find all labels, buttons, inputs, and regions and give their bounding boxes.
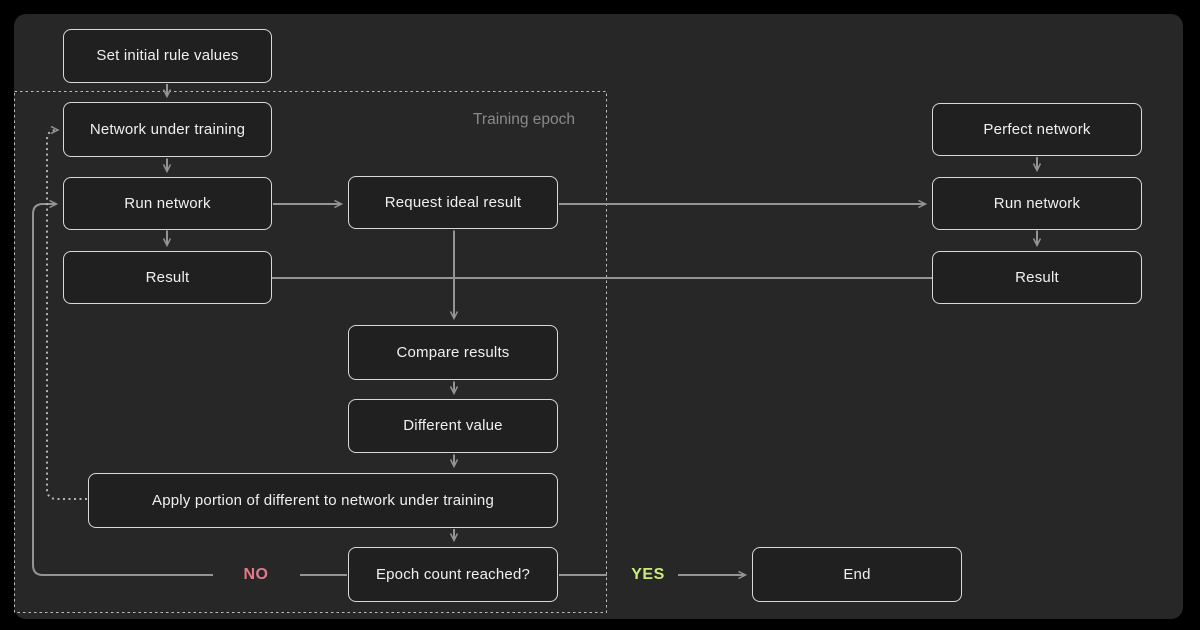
node-run-network: Run network bbox=[63, 177, 272, 230]
node-set-initial-rule-values: Set initial rule values bbox=[63, 29, 272, 83]
no-edge-label: NO bbox=[243, 566, 269, 583]
node-request-ideal-result: Request ideal result bbox=[348, 176, 558, 229]
node-network-under-training: Network under training bbox=[63, 102, 272, 157]
node-epoch-count-reached: Epoch count reached? bbox=[348, 547, 558, 602]
training-epoch-container-border bbox=[14, 91, 607, 613]
node-apply-portion: Apply portion of different to network un… bbox=[88, 473, 558, 528]
training-epoch-label: Training epoch bbox=[473, 111, 575, 128]
node-run-network-right: Run network bbox=[932, 177, 1142, 230]
node-perfect-network: Perfect network bbox=[932, 103, 1142, 156]
node-result-right: Result bbox=[932, 251, 1142, 304]
yes-edge-label: YES bbox=[631, 566, 665, 583]
node-compare-results: Compare results bbox=[348, 325, 558, 380]
node-result: Result bbox=[63, 251, 272, 304]
node-end: End bbox=[752, 547, 962, 602]
edge-apply-network-dotted bbox=[46, 130, 87, 500]
node-different-value: Different value bbox=[348, 399, 558, 453]
edge-no-loop bbox=[32, 204, 213, 576]
